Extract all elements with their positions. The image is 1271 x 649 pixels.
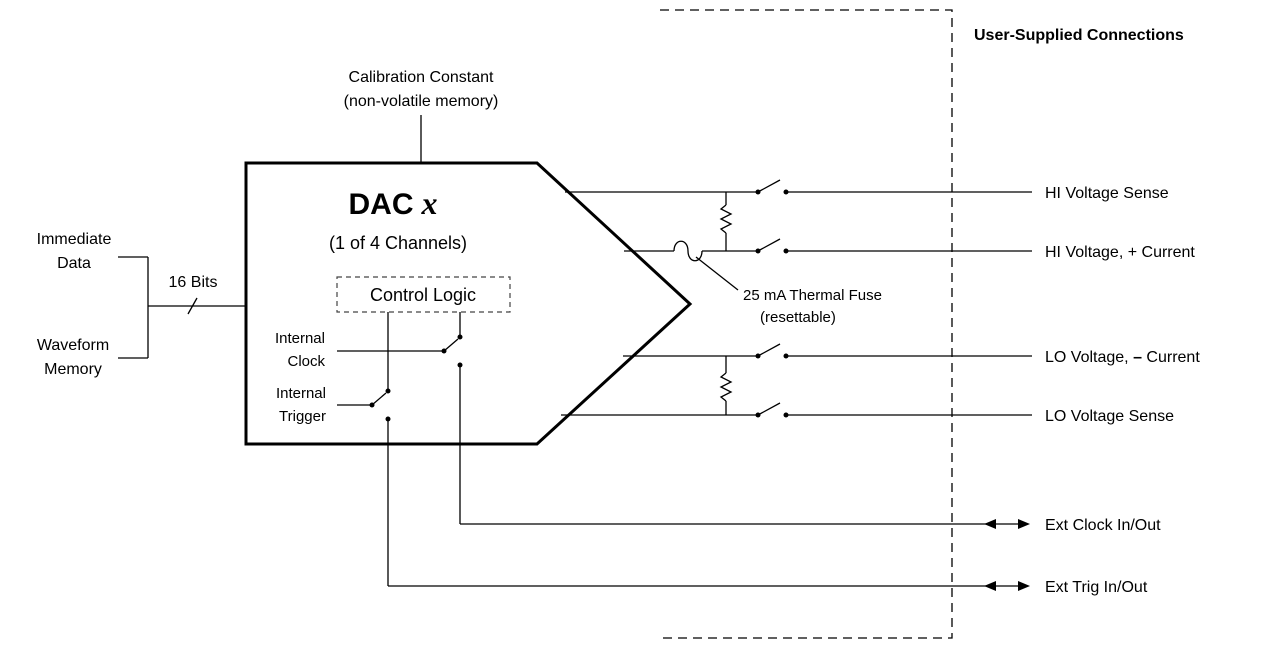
lo-current-sign: – — [1133, 349, 1142, 366]
ext-trig-arrow-right — [1018, 581, 1030, 591]
immediate-data-label-2: Data — [57, 255, 91, 272]
ext-clock-label: Ext Clock In/Out — [1045, 517, 1161, 534]
fuse-leader-line — [695, 256, 739, 291]
waveform-memory-label-1: Waveform — [37, 337, 109, 354]
hi-sense-switch-blade — [757, 179, 781, 193]
control-logic-box — [336, 276, 511, 313]
control-logic-label: Control Logic — [370, 285, 476, 305]
hi-current-suffix: Current — [1137, 244, 1195, 261]
bus-width-tick — [187, 297, 198, 315]
hi-current-switch-blade — [757, 238, 781, 252]
internal-trigger-label-1: Internal — [276, 385, 326, 402]
lo-voltage-current-label: LO Voltage, – Current — [1045, 349, 1200, 366]
hi-voltage-current-label: HI Voltage, + Current — [1045, 244, 1195, 261]
hi-resistor-symbol — [719, 204, 733, 234]
ext-clock-arrow-left — [984, 519, 996, 529]
lo-voltage-sense-label: LO Voltage Sense — [1045, 408, 1174, 425]
ext-trig-arrow-left — [984, 581, 996, 591]
thermal-fuse-label-2: (resettable) — [760, 309, 836, 326]
lo-current-switch-blade — [757, 343, 781, 357]
dac-title-text: DAC — [349, 188, 414, 221]
ext-trig-label: Ext Trig In/Out — [1045, 579, 1148, 596]
ext-clock-arrow-right — [1018, 519, 1030, 529]
user-connections-boundary — [660, 9, 953, 639]
waveform-memory-label-2: Memory — [44, 361, 102, 378]
bus-width-label: 16 Bits — [169, 274, 218, 291]
clock-switch-blade — [443, 338, 459, 352]
lo-current-suffix: Current — [1142, 349, 1200, 366]
lo-current-prefix: LO Voltage, — [1045, 349, 1133, 366]
user-supplied-connections-label: User-Supplied Connections — [974, 27, 1184, 44]
dac-variable: x — [421, 185, 438, 221]
internal-clock-label-1: Internal — [275, 330, 325, 347]
trigger-switch-blade — [371, 392, 387, 406]
hi-current-sign: + — [1128, 244, 1137, 261]
internal-trigger-label-2: Trigger — [279, 408, 326, 425]
hi-voltage-sense-label: HI Voltage Sense — [1045, 185, 1169, 202]
calibration-constant-label: Calibration Constant — [349, 69, 495, 86]
thermal-fuse-label-1: 25 mA Thermal Fuse — [743, 287, 882, 304]
immediate-data-label-1: Immediate — [37, 231, 112, 248]
dac-subtitle: (1 of 4 Channels) — [329, 233, 467, 253]
hi-current-prefix: HI Voltage, — [1045, 244, 1128, 261]
internal-clock-label-2: Clock — [287, 353, 325, 370]
lo-resistor-symbol — [719, 372, 733, 402]
lo-sense-switch-blade — [757, 402, 781, 416]
calibration-memory-label: (non-volatile memory) — [344, 93, 499, 110]
